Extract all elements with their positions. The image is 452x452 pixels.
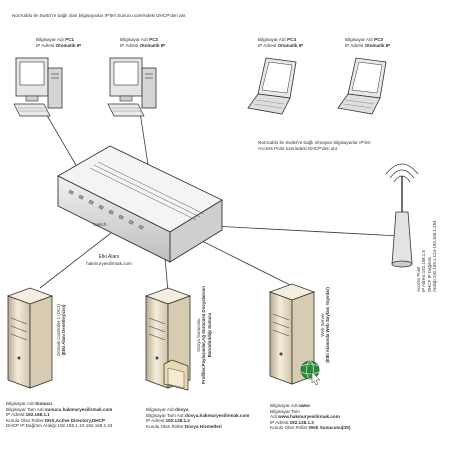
access-point-range: Aralığı:192.168.1.124-192.168.1.254 [432,220,438,292]
server3-line-label: Kurulu Olan Roller: [270,425,309,431]
pc3-name: PC3 [374,37,384,42]
server1-line-label: Bilgisayar Tam Adı: [6,406,45,412]
domain-title: Etki Alanı [98,254,120,260]
server1-info: Bilgisayar Adı:Sunucu Bilgisayar Tam Adı… [6,401,113,429]
server3-line-value: www [299,403,310,408]
server3-line-value: Web Sunucusu(IIS) [308,425,351,431]
link-switch-server3 [199,239,291,286]
server3-line-label: Adı: [270,414,279,420]
server3-info: Bilgisayar Adı:www Bilgisayar Tam Adı:ww… [270,403,351,431]
pc3-label: Bilgisayar Adı PC3 IP Adresi Otomatik IP [345,37,390,48]
pc2-name-label: Bilgisayar Adı [120,37,148,42]
domain-label: Etki Alanı hakmuryesilirmak.com [84,254,134,266]
server1-line-label: DHCP IP Dağıtım Aralığı: [6,423,58,429]
server3-vertical-sub: (Etki Alanında Web Sayfası Yayınlar) [325,287,331,363]
server1-line-value: DNS,Active Directory,DHCP [44,417,105,423]
pc1-desktop-icon [13,57,63,117]
server1-line-value: Sunucu [35,401,52,406]
switch-icon [57,145,223,263]
pc3-laptop-icon [337,57,387,115]
link-pc1-switch [44,111,81,173]
server1-vertical-label: Domain Controller 1 (DC1) (Etki Alanı De… [56,290,67,370]
server2-line-label: Bilgisayar Tam Adı: [146,412,185,418]
server1-line-value: 192.168.1.10-192.168.1.24 [57,423,113,429]
server2-line-value: Dosya Hizmetleri [184,423,222,429]
server2-vertical-sub2: Barındırıldığı Sunucu [206,312,212,358]
pc2-ip-label: IP Adresi [120,42,139,48]
pc1-name-label: Bilgisayar Adı [36,37,64,42]
pc1-ip-label: IP Adresi [36,42,55,48]
server1-line-value: sunucu.hakmuryesilirmak.com [44,406,113,412]
globe-icon [300,360,321,386]
pc4-laptop-icon [247,57,297,115]
pc4-name: PC4 [287,37,297,42]
server2-line-label: Bilgisayar Adı: [146,407,176,412]
server3-line-label: Bilgisayar Tam [270,408,300,414]
server1-line-label: Kurulu Olan Roller: [6,417,45,423]
server2-line-value: dosya [175,407,189,412]
connection-lines [39,111,401,293]
pc2-name: PC2 [149,37,159,42]
access-point-label: Access Point IP Adresi:192.168.1.6 DHCP … [416,220,438,292]
server1-line-label: IP Adresi: [6,412,26,418]
link-switch-server1 [39,225,121,289]
pc1-label: Bilgisayar Adı PC1 IP Adresi Otomatik IP [36,37,81,48]
top-note: Not:Kablo ile Switch'e bağlı olan bilgis… [12,13,187,18]
wireless-note: Not:Kablo ile Switch'e bağlı olmayan bil… [258,140,371,151]
server2-info: Bilgisayar Adı:dosya Bilgisayar Tam Adı:… [146,407,249,429]
switch-label: Switch [93,222,107,227]
server1-line-label: Bilgisayar Adı: [6,401,36,406]
pc2-label: Bilgisayar Adı PC2 IP Adresi Otomatik IP [120,37,165,48]
server3-line-label: Bilgisayar Adı: [270,403,300,408]
pc4-label: Bilgisayar Adı PC4 IP Adresi Otomatik IP [258,37,303,48]
pc3-name-label: Bilgisayar Adı [345,37,373,42]
link-switch-server2 [164,257,169,293]
pc2-ip: Otomatik IP [139,42,166,48]
server3-vertical-label: Web Server (Etki Alanında Web Sayfası Ya… [320,280,331,370]
access-point-icon [385,163,419,268]
server3-line-value: www.hakmuryesilirmak.com [278,414,340,420]
pc4-name-label: Bilgisayar Adı [258,37,286,42]
server3-line-value: 192.128.1.3 [289,419,314,425]
pc4-ip: Otomatik IP [277,42,304,48]
server1-vertical-sub: (Etki Alanı Denetleyicisi) [61,304,67,356]
server1-icon [6,287,54,389]
pc1-ip: Otomatik IP [55,42,82,48]
pc3-ip: Otomatik IP [364,42,391,48]
pc4-ip-label: IP Adresi [258,42,277,48]
wireless-note-line1: Not:Kablo ile Switch'e bağlı olmayan bil… [258,140,371,145]
server3-icon [268,283,316,385]
server1-line-value: 192.168.1.1 [25,412,50,418]
server2-vertical-label: Dosya Sunucusu Profiller,Paylaşımlar,Ağ … [196,280,212,390]
pc2-desktop-icon [107,57,157,117]
pc3-ip-label: IP Adresi [345,42,364,48]
pc1-name: PC1 [65,37,75,42]
server2-line-label: Kurulu Olan Roller: [146,423,185,429]
wireless-note-line2: Access Point üzerindeki DHCP'den alır. [258,145,339,151]
link-switch-accesspoint [212,225,401,237]
server2-line-value: dosya.hakmuryesilirmak.com [184,412,250,418]
server3-line-label: IP Adresi: [270,419,290,425]
domain-name: hakmuryesilirmak.com [86,260,132,266]
server2-line-value: 192.128.1.2 [165,418,190,424]
folder-icon [163,359,189,391]
server2-line-label: IP Adresi: [146,418,166,424]
